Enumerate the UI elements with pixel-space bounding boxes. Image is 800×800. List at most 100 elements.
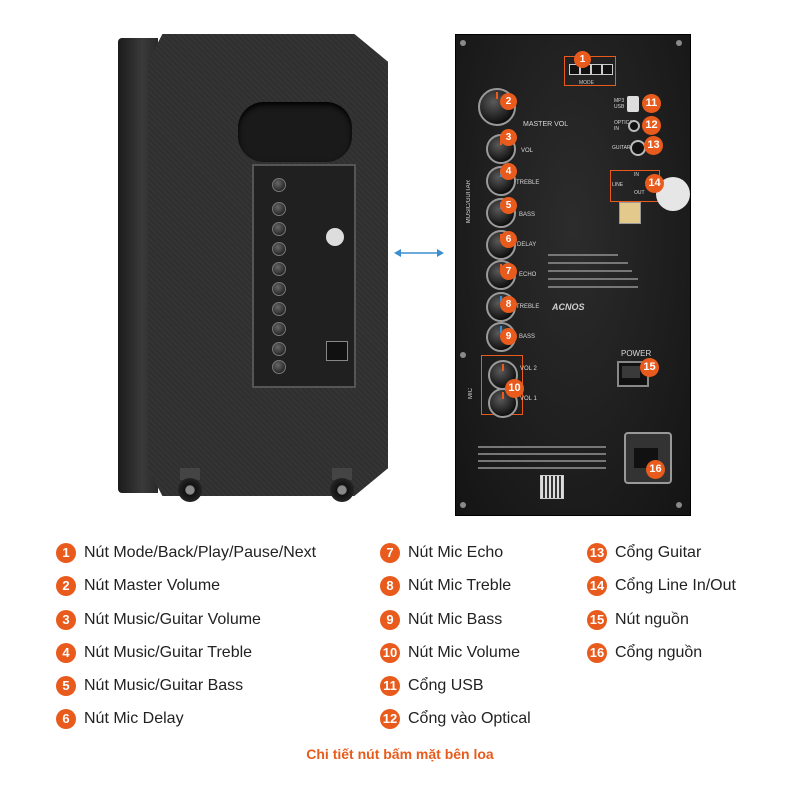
knob-thumb (272, 242, 286, 256)
legend-text: Nút Mic Echo (408, 544, 504, 561)
warning-text (478, 453, 606, 455)
spec-text (548, 254, 618, 256)
callout-12: 12 (642, 116, 661, 135)
screw (460, 40, 466, 46)
legend-text: Nút Master Volume (84, 577, 221, 594)
legend-text: Cổng USB (408, 677, 484, 694)
callout-14: 14 (645, 174, 664, 193)
screw (460, 352, 466, 358)
callout-10: 10 (505, 379, 524, 398)
power-socket-thumb (326, 341, 348, 361)
legend-text: Nút Music/Guitar Treble (84, 644, 253, 661)
legend-number: 6 (56, 709, 76, 729)
mode-button (569, 64, 580, 75)
treble-label: TREBLE (516, 180, 540, 186)
warning-label-plate (619, 202, 641, 224)
caption: Chi tiết nút bấm mặt bên loa (306, 746, 494, 762)
legend-number: 9 (380, 610, 400, 630)
wheel-mount (180, 468, 200, 480)
spec-text (548, 286, 638, 288)
screw (676, 40, 682, 46)
knob-thumb (272, 342, 286, 356)
speaker-cabinet-photo (118, 34, 388, 504)
knob-thumb (272, 222, 286, 236)
power-label: POWER (621, 349, 652, 358)
bass-label: BASS (519, 212, 536, 218)
caster-wheel (330, 478, 354, 502)
warning-text (478, 460, 606, 462)
legend-text: Cổng Line In/Out (615, 577, 736, 594)
legend-text: Nút Mic Volume (408, 644, 521, 661)
legend-number: 3 (56, 610, 76, 630)
usb-port (627, 96, 639, 112)
callout-6: 6 (500, 231, 517, 248)
callout-4: 4 (500, 163, 517, 180)
knob-thumb (272, 178, 286, 192)
callout-15: 15 (640, 358, 659, 377)
legend-number: 4 (56, 643, 76, 663)
double-arrow-icon (394, 249, 444, 257)
cabinet-body (148, 34, 388, 496)
legend-text: Cổng Guitar (615, 544, 702, 561)
legend-number: 2 (56, 576, 76, 596)
spec-text (548, 278, 638, 280)
mic-group-label: MIC (468, 388, 474, 399)
callout-16: 16 (646, 460, 665, 479)
line-out-label: OUT (634, 190, 645, 196)
spec-text (548, 262, 628, 264)
wheel-mount (332, 468, 352, 480)
legend-text: Nút Music/Guitar Volume (84, 611, 261, 628)
knob-thumb (272, 282, 286, 296)
callout-8: 8 (500, 296, 517, 313)
master-vol-label: MASTER VOL (523, 121, 569, 128)
legend-number: 13 (587, 543, 607, 563)
callout-3: 3 (500, 129, 517, 146)
guitar-label: GUITAR (612, 145, 631, 151)
legend-text: Cổng nguồn (615, 644, 703, 661)
legend-number: 1 (56, 543, 76, 563)
legend-number: 15 (587, 610, 607, 630)
carry-handle (238, 102, 352, 162)
callout-1: 1 (574, 51, 591, 68)
screw (676, 502, 682, 508)
optical-label: OPTICAL IN (614, 120, 636, 132)
legend-number: 5 (56, 676, 76, 696)
control-plate-thumbnail (252, 164, 356, 388)
brand-logo: ACNOS (552, 302, 585, 312)
callout-5: 5 (500, 197, 517, 214)
callout-11: 11 (642, 94, 661, 113)
qr-code (540, 475, 564, 499)
callout-2: 2 (500, 93, 517, 110)
spec-text (548, 270, 632, 272)
legend-text: Nút nguồn (615, 611, 689, 628)
next-button (602, 64, 613, 75)
vol1-label: VOL 1 (520, 396, 537, 402)
line-in-label: IN (634, 172, 639, 178)
music-guitar-group-label: MUSIC/GUITAR (466, 180, 472, 224)
legend-number: 8 (380, 576, 400, 596)
white-cap-thumb (326, 228, 344, 246)
knob-thumb (272, 322, 286, 336)
callout-7: 7 (500, 263, 517, 280)
legend-number: 14 (587, 576, 607, 596)
legend-text: Nút Mode/Back/Play/Pause/Next (84, 544, 317, 561)
mic-treble-label: TREBLE (516, 304, 540, 310)
callout-13: 13 (644, 136, 663, 155)
legend-number: 11 (380, 676, 400, 696)
warning-text (478, 446, 606, 448)
legend-number: 16 (587, 643, 607, 663)
legend-number: 12 (380, 709, 400, 729)
knob-thumb (272, 262, 286, 276)
screw (460, 502, 466, 508)
power-rocker (622, 366, 640, 378)
legend-text: Nút Mic Treble (408, 577, 512, 594)
optical-port (628, 120, 640, 132)
play-pause-button (591, 64, 602, 75)
vol-label: VOL (521, 148, 534, 154)
knob-thumb (272, 360, 286, 374)
legend-text: Nút Music/Guitar Bass (84, 677, 244, 694)
knob-thumb (272, 302, 286, 316)
caster-wheel (178, 478, 202, 502)
legend-number: 10 (380, 643, 400, 663)
legend-text: Cổng vào Optical (408, 710, 531, 727)
